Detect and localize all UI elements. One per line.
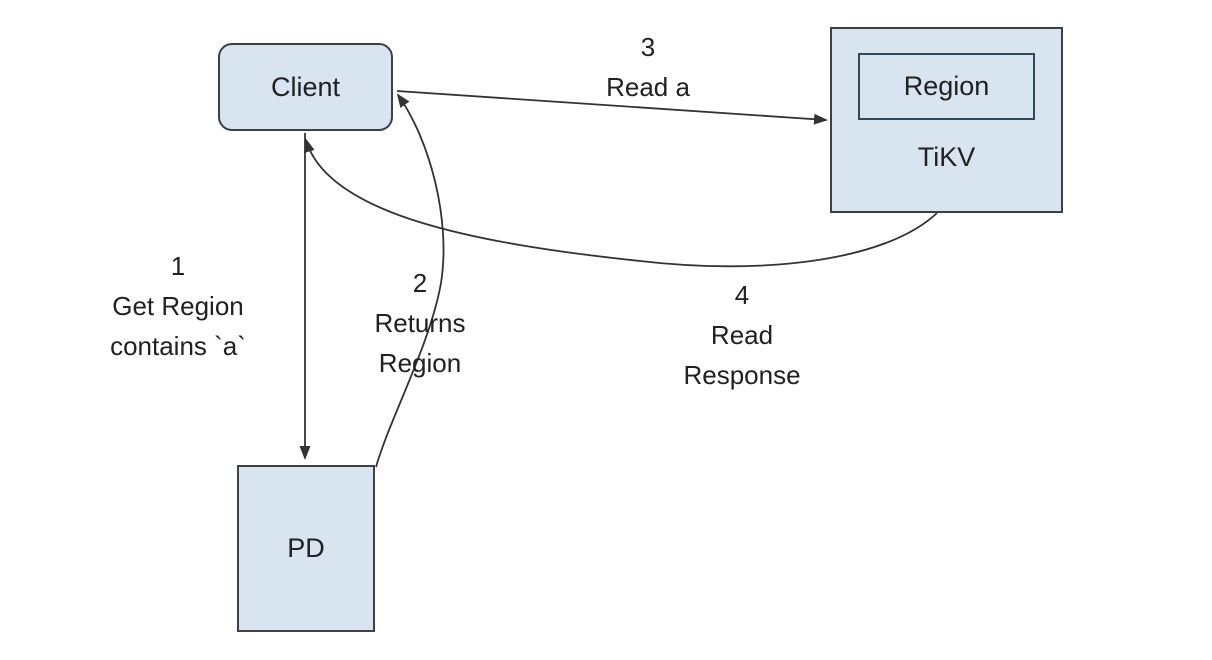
edge-label-read-response: 4 Read Response: [683, 280, 801, 390]
node-tikv: Region TiKV: [830, 27, 1063, 213]
node-pd-label: PD: [287, 533, 325, 563]
node-tikv-label: TiKV: [917, 142, 976, 172]
node-region: Region: [858, 53, 1035, 120]
edge-label-read-a: 3 Read a: [606, 32, 690, 102]
edge-label-get-region: 1 Get Region contains `a`: [110, 251, 246, 361]
node-client-label: Client: [270, 71, 341, 102]
node-client: Client: [218, 43, 393, 131]
edge-4-read-response-arrow: [304, 138, 938, 268]
node-pd: PD: [237, 465, 375, 632]
node-region-label: Region: [903, 71, 990, 101]
edge-3-read-a-arrow: [396, 90, 828, 125]
edge-2-returns-region-arrow: [375, 93, 445, 468]
edge-label-returns-region: 2 Returns Region: [374, 268, 466, 378]
